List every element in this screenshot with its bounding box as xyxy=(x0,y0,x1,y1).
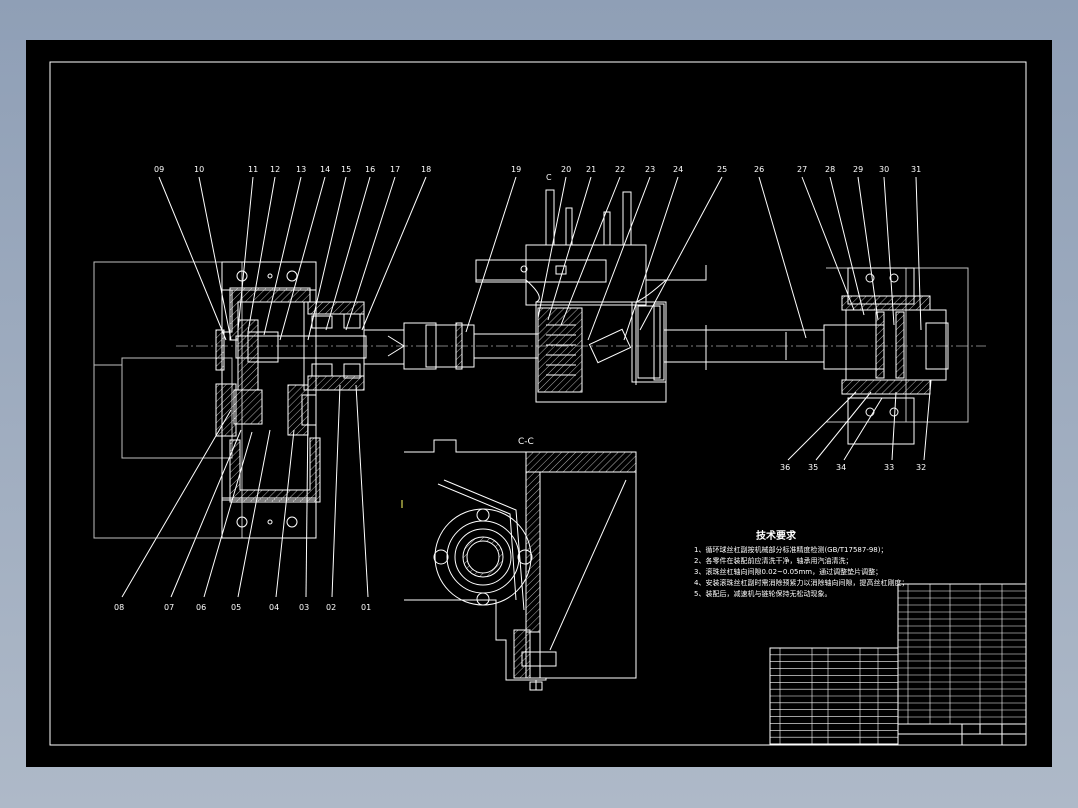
leader-lines xyxy=(121,176,932,651)
callout-22: 22 xyxy=(615,165,625,174)
callout-09: 09 xyxy=(154,165,164,174)
section-c-c-view xyxy=(401,439,637,691)
tech-req-item: 3、滚珠丝杠轴向间隙0.02~0.05mm，通过调整垫片调整； xyxy=(694,567,882,576)
callout-20: 20 xyxy=(561,165,571,174)
callout-28: 28 xyxy=(825,165,835,174)
callout-19: 19 xyxy=(511,165,521,174)
callout-15: 15 xyxy=(341,165,351,174)
tech-req-item: 2、各零件在装配前应清洗干净，轴承用汽油清洗； xyxy=(694,556,852,565)
callout-05: 05 xyxy=(231,603,241,612)
tech-req-item: 1、循环球丝杠副按机械部分标准精度检测(GB/T17587-98)； xyxy=(694,545,887,554)
callout-27: 27 xyxy=(797,165,807,174)
callout-08: 08 xyxy=(114,603,124,612)
callouts-top: 09 10 11 12 13 14 15 16 17 18 19 20 21 2… xyxy=(154,165,921,174)
callout-14: 14 xyxy=(320,165,330,174)
callout-24: 24 xyxy=(673,165,683,174)
tech-req-item: 4、安装滚珠丝杠副时需消除预紧力以消除轴向间隙，提高丝杠刚度； xyxy=(694,578,908,587)
ballscrew-nut-housing xyxy=(475,189,707,403)
callout-12: 12 xyxy=(270,165,280,174)
callout-17: 17 xyxy=(390,165,400,174)
callout-02: 02 xyxy=(326,603,336,612)
section-mark: C xyxy=(546,173,552,182)
callout-01: 01 xyxy=(361,603,371,612)
drawing-border xyxy=(49,61,1027,746)
callout-23: 23 xyxy=(645,165,655,174)
callout-06: 06 xyxy=(196,603,206,612)
callout-33: 33 xyxy=(884,463,894,472)
callout-18: 18 xyxy=(421,165,431,174)
callout-21: 21 xyxy=(586,165,596,174)
technical-requirements: 技术要求 1、循环球丝杠副按机械部分标准精度检测(GB/T17587-98)； … xyxy=(694,529,908,598)
drawing-sheet: 09 10 11 12 13 14 15 16 17 18 19 20 21 2… xyxy=(26,40,1052,767)
callout-29: 29 xyxy=(853,165,863,174)
callout-04: 04 xyxy=(269,603,279,612)
title-block xyxy=(897,723,1027,746)
callout-25: 25 xyxy=(717,165,727,174)
callout-13: 13 xyxy=(296,165,306,174)
parts-list-table xyxy=(769,583,1027,745)
right-shaft xyxy=(663,324,885,370)
tech-req-item: 5、装配后，减速机与链轮保持无松动现象。 xyxy=(694,589,831,598)
cad-drawing: 09 10 11 12 13 14 15 16 17 18 19 20 21 2… xyxy=(49,61,1027,746)
callout-03: 03 xyxy=(299,603,309,612)
callout-36: 36 xyxy=(780,463,790,472)
callout-35: 35 xyxy=(808,463,818,472)
callout-10: 10 xyxy=(194,165,204,174)
callout-11: 11 xyxy=(248,165,258,174)
callout-31: 31 xyxy=(911,165,921,174)
left-gearbox-assembly xyxy=(93,261,365,539)
callouts-bottom-left: 08 07 06 05 04 03 02 01 xyxy=(114,603,371,612)
callout-16: 16 xyxy=(365,165,375,174)
section-title: C-C xyxy=(518,437,534,447)
callout-30: 30 xyxy=(879,165,889,174)
callout-32: 32 xyxy=(916,463,926,472)
right-bearing-assembly xyxy=(826,267,969,445)
callout-07: 07 xyxy=(164,603,174,612)
callouts-bottom-right: 36 35 34 33 32 xyxy=(780,463,926,472)
callout-34: 34 xyxy=(836,463,846,472)
tech-req-title: 技术要求 xyxy=(756,529,797,542)
callout-26: 26 xyxy=(754,165,764,174)
